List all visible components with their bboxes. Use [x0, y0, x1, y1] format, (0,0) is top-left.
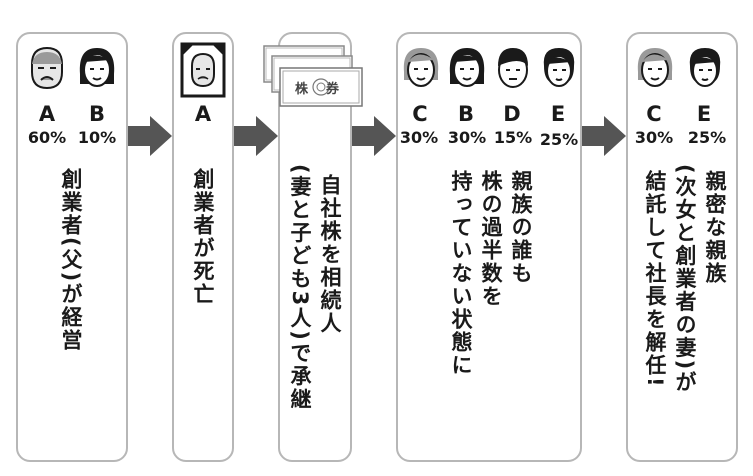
person-letter: E: [696, 102, 712, 126]
man-face-icon: [498, 48, 528, 88]
person-letter: E: [550, 102, 566, 126]
stock-certificate-label: 株券: [294, 82, 357, 97]
share-percent: 10%: [77, 128, 117, 147]
step-caption-line: (妻と子ども3人)で承継: [288, 164, 312, 411]
person-letter: A: [194, 102, 212, 126]
step-caption-line: 株の過半数を: [479, 170, 503, 308]
arrow-right-icon: [128, 116, 172, 156]
woman-face-icon: [689, 48, 721, 87]
person-letter: B: [457, 102, 474, 126]
woman-face-icon: [449, 48, 485, 87]
step-caption-line: 親族の誰も: [509, 170, 533, 285]
arrow-right-icon: [234, 116, 278, 156]
share-percent: 30%: [447, 128, 487, 147]
step-panel-5: [626, 32, 738, 462]
person-letter: A: [38, 102, 56, 126]
arrow-right-icon: [352, 116, 396, 156]
step-panel-1: [16, 32, 128, 462]
stock-certificate-icon: [263, 45, 363, 107]
person-letter: C: [646, 102, 662, 126]
woman-face-icon: [637, 48, 673, 87]
share-percent: 25%: [687, 128, 727, 147]
person-letter: D: [503, 102, 521, 126]
step-caption-line: 創業者(父)が経営: [59, 168, 83, 353]
woman-face-icon: [79, 48, 115, 87]
memorial-portrait-icon: [180, 42, 226, 98]
old-man-face-icon: [31, 46, 63, 90]
share-percent: 30%: [634, 128, 674, 147]
person-letter: C: [412, 102, 428, 126]
step-caption-line: 結託して社長を解任!: [643, 170, 667, 389]
step-caption-line: 親密な親族: [703, 170, 727, 285]
step-caption-line: (次女と創業者の妻)が: [673, 164, 697, 395]
woman-face-icon: [543, 48, 575, 87]
step-caption-line: 創業者が死亡: [191, 168, 215, 306]
share-percent: 25%: [539, 130, 579, 149]
step-caption-line: 持っていない状態に: [449, 170, 473, 377]
step-panel-4: [396, 32, 582, 462]
share-percent: 15%: [493, 128, 533, 147]
step-panel-2: [172, 32, 234, 462]
arrow-right-icon: [582, 116, 626, 156]
share-percent: 60%: [27, 128, 67, 147]
woman-face-icon: [403, 48, 439, 87]
person-letter: B: [88, 102, 105, 126]
share-percent: 30%: [399, 128, 439, 147]
step-caption-line: 自社株を相続人: [318, 174, 342, 335]
